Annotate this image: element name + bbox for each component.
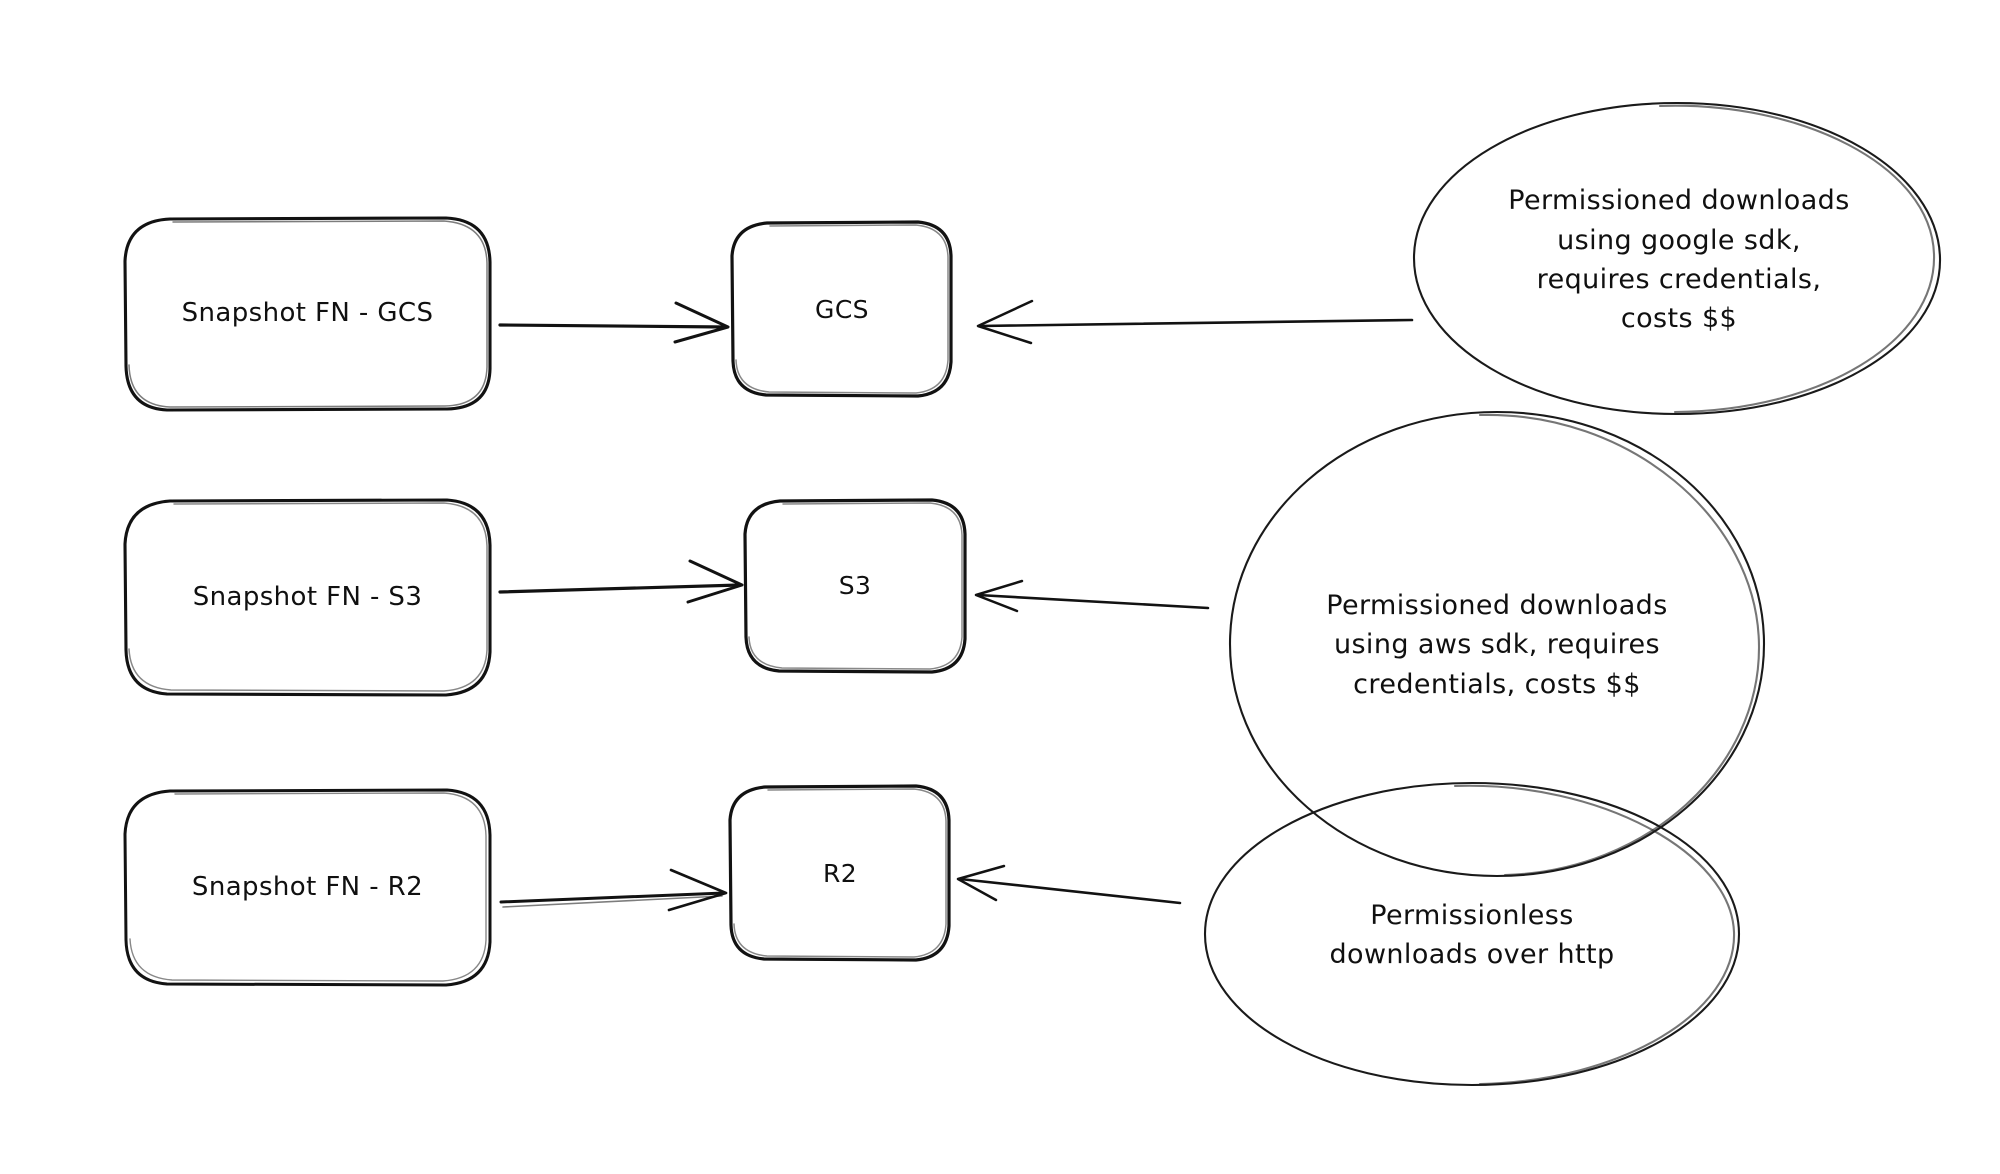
edge-arrow-edge-gcs-fn-to-gcs: [498, 301, 730, 344]
node-shape-gcs[interactable]: [730, 220, 953, 398]
note-shape-note-s3[interactable]: [1228, 410, 1766, 878]
node-shape-s3[interactable]: [743, 498, 967, 674]
note-shape-note-r2[interactable]: [1203, 781, 1741, 1087]
note-shape-note-gcs[interactable]: [1412, 101, 1942, 416]
node-shape-r2[interactable]: [728, 784, 951, 962]
node-shape-snapshot-fn-s3[interactable]: [123, 498, 492, 697]
edge-arrow-edge-note-gcs-to-gcs: [976, 299, 1414, 345]
edge-arrow-edge-note-r2-to-r2: [956, 864, 1182, 905]
edge-arrow-edge-s3-fn-to-s3: [498, 559, 744, 604]
node-shape-snapshot-fn-r2[interactable]: [123, 788, 492, 987]
node-shape-snapshot-fn-gcs[interactable]: [123, 216, 492, 412]
edge-arrow-edge-r2-fn-to-r2: [499, 868, 728, 912]
edge-arrow-edge-note-s3-to-s3: [974, 579, 1210, 613]
